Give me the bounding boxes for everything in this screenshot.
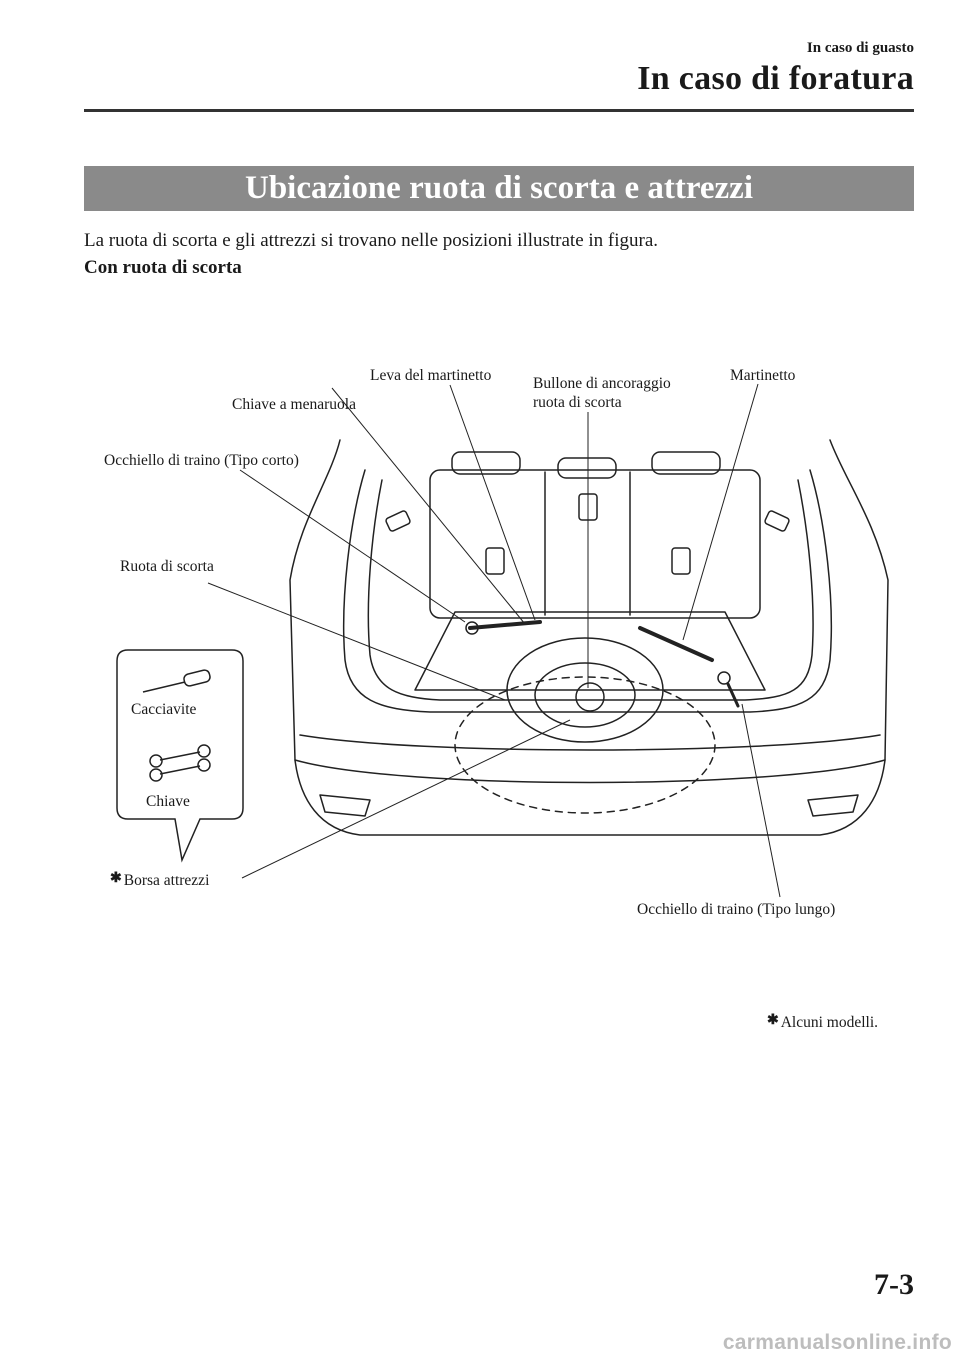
asterisk-icon: ✱ (767, 1013, 779, 1028)
tool-callout (116, 649, 244, 863)
section-title: In caso di foratura (637, 60, 914, 97)
label-screwdriver: Cacciavite (131, 701, 197, 718)
vehicle-body-outline (289, 439, 889, 836)
label-wrench: Chiave (146, 793, 190, 810)
screwdriver-icon (142, 669, 211, 693)
subheading: Con ruota di scorta (84, 257, 242, 278)
tool-bag-outline (454, 676, 716, 814)
rear-seat-back (429, 469, 761, 619)
label-tool-bag-text: Borsa attrezzi (123, 872, 210, 889)
wrench-icon (149, 744, 211, 782)
label-anchor-bolt: Bullone di ancoraggio ruota di scorta (533, 375, 671, 411)
label-lug-wrench: Chiave a menaruola (232, 396, 356, 413)
watermark: carmanualsonline.info (722, 1331, 952, 1354)
header-rule (84, 109, 914, 112)
label-jack-lever: Leva del martinetto (370, 367, 492, 384)
footnote-text: Alcuni modelli. (780, 1014, 879, 1031)
spare-tire (506, 637, 664, 743)
label-jack: Martinetto (730, 367, 796, 384)
section-banner: Ubicazione ruota di scorta e attrezzi (84, 166, 914, 211)
label-tow-hook-long: Occhiello di traino (Tipo lungo) (637, 901, 836, 918)
page-number: 7-3 (874, 1268, 914, 1301)
asterisk-icon: ✱ (110, 871, 122, 886)
intro-paragraph: La ruota di scorta e gli attrezzi si tro… (84, 230, 659, 251)
label-tow-hook-short: Occhiello di traino (Tipo corto) (104, 452, 299, 469)
footnote: ✱Alcuni modelli. (767, 1013, 878, 1033)
chapter-title: In caso di guasto (806, 40, 914, 56)
cargo-opening (342, 469, 833, 713)
label-spare-tire: Ruota di scorta (120, 558, 214, 575)
label-tool-bag: ✱Borsa attrezzi (110, 871, 209, 891)
